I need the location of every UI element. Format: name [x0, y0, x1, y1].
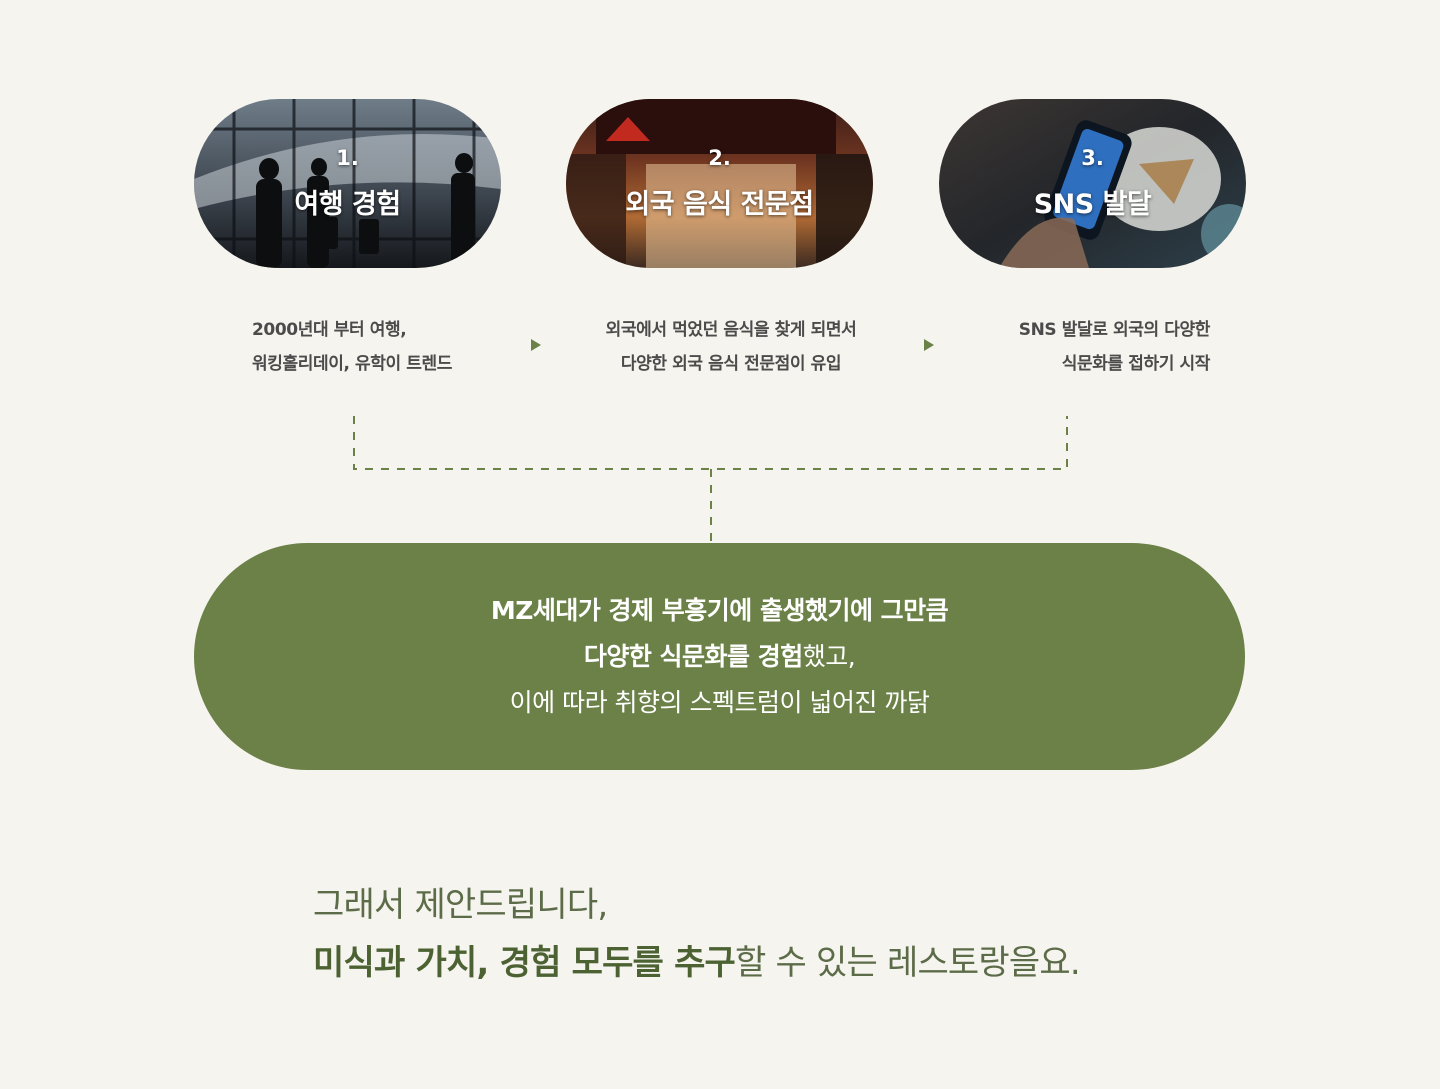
summary-line-3: 이에 따라 취향의 스펙트럼이 넓어진 까닭 — [509, 687, 930, 717]
step-title: 외국 음식 전문점 — [625, 189, 814, 220]
arrow-right-icon — [531, 339, 541, 351]
closing-line-2: 미식과 가치, 경험 모두를 추구할 수 있는 레스토랑을요. — [313, 943, 1081, 983]
desc-line: SNS 발달로 외국의 다양한 — [1018, 320, 1211, 340]
step-description-travel: 2000년대 부터 여행, 워킹홀리데이, 유학이 트렌드 — [252, 313, 452, 381]
summary-line-2: 다양한 식문화를 경험했고, — [583, 641, 856, 671]
desc-line: 식문화를 접하기 시작 — [1061, 354, 1211, 374]
closing-statement: 그래서 제안드립니다, 미식과 가치, 경험 모두를 추구할 수 있는 레스토랑… — [313, 876, 1081, 992]
pizza-hut-photo — [566, 99, 873, 268]
summary-box: MZ세대가 경제 부흥기에 출생했기에 그만큼 다양한 식문화를 경험했고, 이… — [194, 543, 1245, 770]
desc-line: 외국에서 먹었던 음식을 찾게 되면서 — [605, 320, 857, 340]
summary-line-1: MZ세대가 경제 부흥기에 출생했기에 그만큼 — [490, 595, 949, 625]
step-card-travel: 1. 여행 경험 — [194, 99, 501, 268]
step-description-sns: SNS 발달로 외국의 다양한 식문화를 접하기 시작 — [950, 313, 1211, 381]
closing-line-1: 그래서 제안드립니다, — [313, 885, 608, 925]
smartphone-cafe-photo — [939, 99, 1246, 268]
desc-line: 워킹홀리데이, 유학이 트렌드 — [252, 354, 452, 374]
step-title: SNS 발달 — [1033, 189, 1152, 220]
airport-photo — [194, 99, 501, 268]
step-title: 여행 경험 — [294, 189, 401, 220]
desc-line: 2000년대 부터 여행, — [252, 320, 407, 340]
step-card-sns: 3. SNS 발달 — [939, 99, 1246, 268]
step-number: 1. — [336, 146, 359, 170]
step-number: 3. — [1081, 146, 1104, 170]
step-card-foreign-food: 2. 외국 음식 전문점 — [566, 99, 873, 268]
arrow-right-icon — [924, 339, 934, 351]
dashed-connector — [353, 416, 1068, 543]
step-number: 2. — [708, 146, 731, 170]
step-description-foreign-food: 외국에서 먹었던 음식을 찾게 되면서 다양한 외국 음식 전문점이 유입 — [560, 313, 902, 381]
desc-line: 다양한 외국 음식 전문점이 유입 — [620, 354, 842, 374]
